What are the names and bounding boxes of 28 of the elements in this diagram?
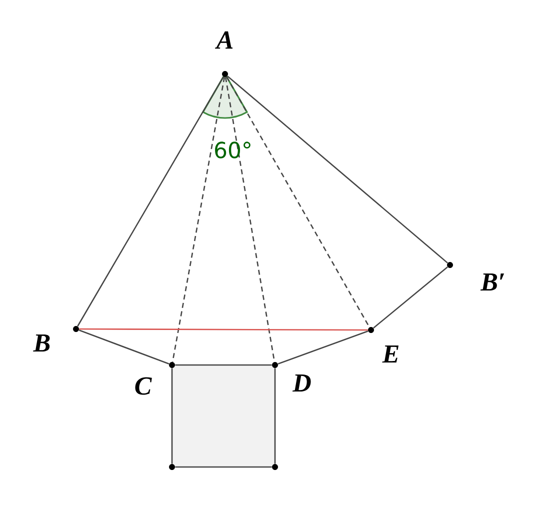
node-label: C	[135, 377, 152, 395]
labeled-point: C	[135, 362, 175, 395]
node-label: A	[214, 31, 233, 49]
line-segment	[175, 466, 272, 468]
point	[169, 464, 175, 470]
labeled-point: B	[33, 326, 79, 352]
node-label: D	[292, 374, 311, 392]
angle-label: 60°	[215, 142, 250, 158]
point	[272, 464, 278, 470]
line-segment	[373, 266, 448, 328]
line-segment	[175, 364, 272, 366]
line-segment	[79, 328, 368, 331]
line-segment	[278, 330, 368, 365]
line-segment	[77, 76, 224, 327]
node-label: E	[382, 345, 399, 363]
labeled-point: D	[272, 362, 311, 392]
dashed-line	[226, 76, 370, 328]
node-label: B′	[480, 273, 504, 291]
line-segment	[171, 368, 173, 464]
labeled-point: A	[214, 31, 233, 77]
square	[172, 365, 275, 467]
line-segment	[78, 330, 170, 364]
labeled-point: E	[368, 327, 398, 363]
line-segment	[227, 76, 448, 264]
labeled-point: B′	[447, 262, 504, 291]
node-label: B	[33, 334, 50, 352]
line-segment	[274, 368, 276, 464]
dashed-line	[172, 77, 226, 362]
